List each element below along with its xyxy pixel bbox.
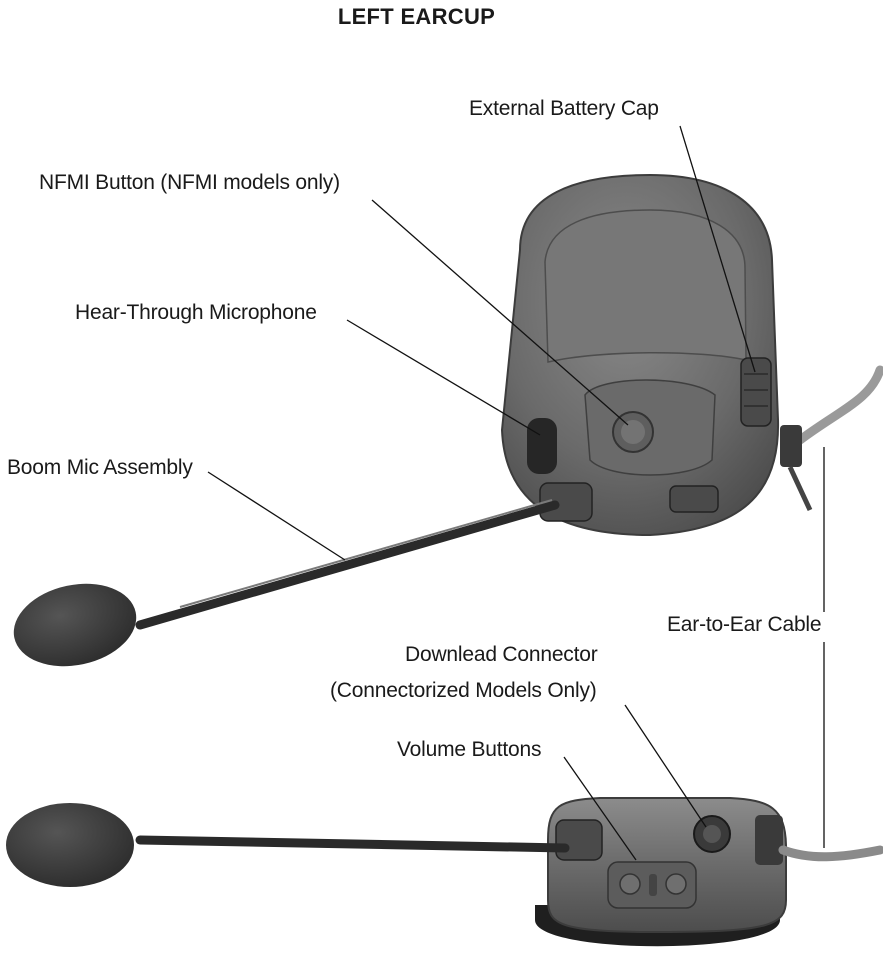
battery-cap-shape: [740, 357, 772, 427]
label-volume-buttons: Volume Buttons: [397, 738, 542, 761]
hear-through-mic-shape: [527, 418, 557, 474]
cable-clip: [780, 425, 802, 467]
earcup-side-view: [535, 797, 883, 947]
boom-mic-top: [13, 499, 560, 667]
label-nfmi-button: NFMI Button (NFMI models only): [39, 171, 340, 194]
label-ear-to-ear-cable: Ear-to-Ear Cable: [667, 613, 822, 636]
label-boom-mic-assembly: Boom Mic Assembly: [7, 456, 193, 479]
leader-lines: [207, 125, 825, 861]
foam-windscreen-top: [13, 583, 137, 667]
foam-windscreen-bottom: [6, 803, 134, 887]
boom-arm-bottom: [135, 835, 570, 853]
diagram-title: LEFT EARCUP: [337, 4, 496, 29]
headband-cable: [795, 365, 883, 445]
earcup-plate: [544, 209, 747, 363]
label-downlead-connector-line2: (Connectorized Models Only): [330, 679, 597, 702]
earcup-front-view: [500, 173, 883, 537]
label-downlead-connector-line1: Downlead Connector: [405, 643, 598, 666]
boom-mic-bottom: [6, 803, 570, 887]
label-hear-through-microphone: Hear-Through Microphone: [75, 301, 317, 324]
label-external-battery-cap: External Battery Cap: [469, 97, 659, 120]
boom-pivot: [539, 482, 593, 522]
boom-arm-top: [135, 500, 560, 630]
